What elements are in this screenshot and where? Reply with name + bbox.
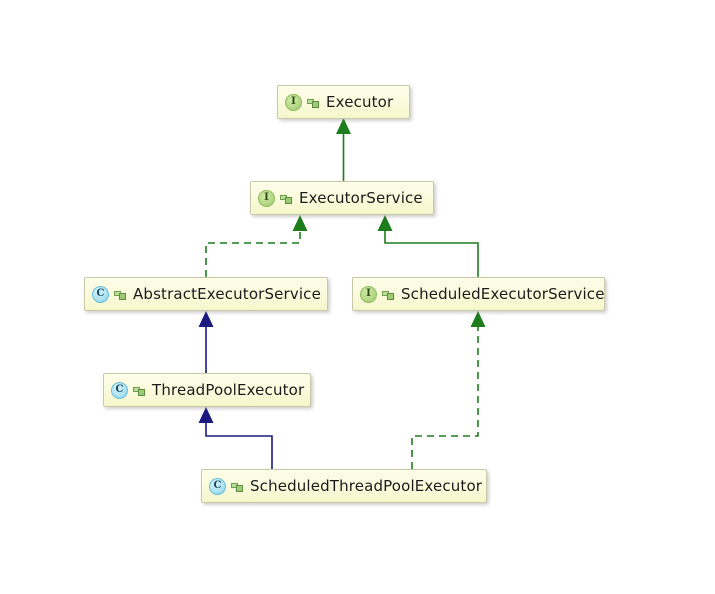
edge-abstractexecutorservice-executorservice-arrowhead — [292, 215, 308, 231]
edge-executorservice-executor — [336, 118, 351, 181]
class-circle-c-icon — [92, 285, 109, 303]
interface-circle-i-icon — [285, 93, 302, 111]
interface-circle-i-icon — [258, 189, 275, 207]
public-visibility-icon — [133, 384, 145, 396]
uml-node-scheduledthreadpoolexecutor[interactable]: ScheduledThreadPoolExecutor — [201, 469, 487, 503]
edge-scheduledthreadpoolexecutor-scheduledexecutorservice-line — [411, 324, 479, 469]
uml-node-threadpoolexecutor[interactable]: ThreadPoolExecutor — [103, 373, 311, 407]
edge-scheduledthreadpoolexecutor-threadpoolexecutor — [198, 407, 273, 469]
edge-threadpoolexecutor-abstractexecutorservice — [198, 311, 214, 373]
edge-executorservice-executor-arrowhead — [336, 118, 351, 134]
public-visibility-icon — [280, 192, 292, 204]
uml-node-label: ThreadPoolExecutor — [152, 380, 305, 399]
edge-scheduledthreadpoolexecutor-scheduledexecutorservice-arrowhead — [470, 311, 486, 327]
public-visibility-icon — [114, 288, 126, 300]
edge-threadpoolexecutor-abstractexecutorservice-arrowhead — [198, 311, 214, 327]
edge-scheduledexecutorservice-executorservice — [377, 215, 479, 277]
public-visibility-icon — [231, 480, 243, 492]
edge-scheduledthreadpoolexecutor-threadpoolexecutor-line — [205, 420, 273, 469]
interface-circle-i-icon — [360, 285, 377, 303]
uml-node-label: ExecutorService — [299, 188, 423, 207]
uml-node-label: AbstractExecutorService — [133, 284, 321, 303]
edge-scheduledexecutorservice-executorservice-line — [384, 228, 479, 277]
public-visibility-icon — [307, 96, 319, 108]
uml-node-abstractexecutorservice[interactable]: AbstractExecutorService — [84, 277, 328, 311]
edge-scheduledthreadpoolexecutor-scheduledexecutorservice — [411, 311, 486, 469]
class-circle-c-icon — [209, 477, 226, 495]
public-visibility-icon — [382, 288, 394, 300]
uml-node-scheduledexecutorservice[interactable]: ScheduledExecutorService — [352, 277, 605, 311]
uml-node-executorservice[interactable]: ExecutorService — [250, 181, 434, 215]
uml-node-label: Executor — [326, 92, 394, 111]
edge-abstractexecutorservice-executorservice-line — [205, 228, 301, 277]
edge-scheduledexecutorservice-executorservice-arrowhead — [377, 215, 393, 231]
uml-node-label: ScheduledThreadPoolExecutor — [250, 476, 483, 495]
uml-node-label: ScheduledExecutorService — [401, 284, 605, 303]
edge-abstractexecutorservice-executorservice — [205, 215, 308, 277]
edge-scheduledthreadpoolexecutor-threadpoolexecutor-arrowhead — [198, 407, 214, 423]
uml-node-executor[interactable]: Executor — [277, 85, 410, 119]
class-circle-c-icon — [111, 381, 128, 399]
